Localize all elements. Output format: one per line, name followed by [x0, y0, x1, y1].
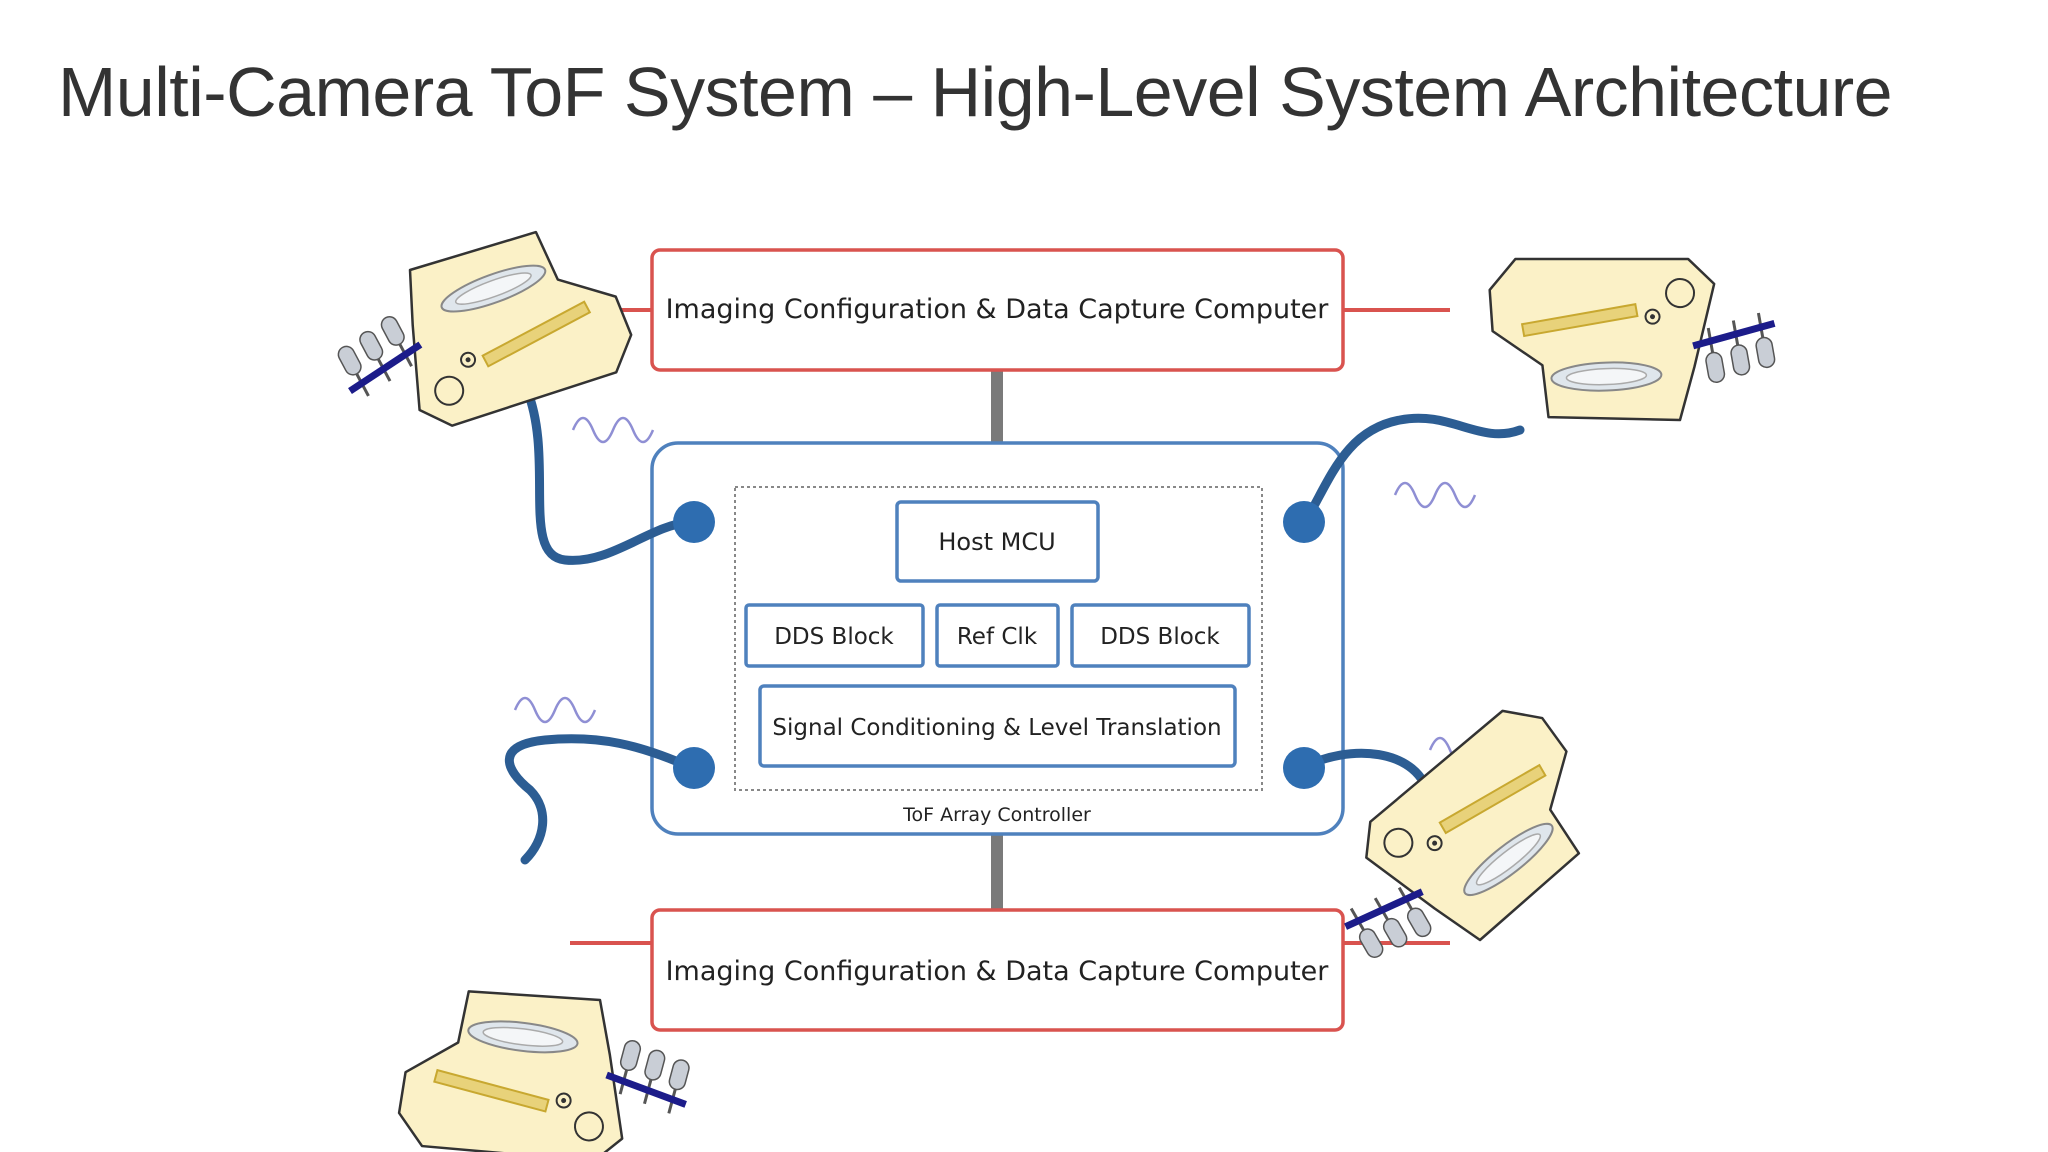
- host-mcu-label: Host MCU: [938, 528, 1055, 556]
- port-top-right: [1283, 501, 1325, 543]
- tof-array-controller: ToF Array Controller Host MCU DDS Block …: [650, 441, 1345, 836]
- slide-title: Multi-Camera ToF System – High-Level Sys…: [58, 53, 1893, 131]
- wave-top-left: [571, 416, 655, 444]
- cable-top-right: [1300, 413, 1525, 527]
- host-mcu-box: [895, 500, 1100, 583]
- controller-label: ToF Array Controller: [902, 804, 1091, 826]
- signal-conditioning-label: Signal Conditioning & Level Translation: [772, 715, 1221, 741]
- wave-bottom-left: [513, 696, 597, 724]
- dds-left-label: DDS Block: [774, 624, 894, 650]
- ref-clk-label: Ref Clk: [957, 624, 1038, 650]
- camera-bottom-right: [1298, 676, 1630, 1024]
- camera-top-right: [1470, 226, 1799, 456]
- wave-top-right: [1393, 481, 1477, 509]
- cable-top-left: [522, 385, 695, 565]
- signal-conditioning-box: [758, 684, 1237, 768]
- top-bus: [991, 370, 1003, 443]
- port-bottom-left: [673, 747, 715, 789]
- dds-block-left: [744, 603, 925, 668]
- port-top-left: [673, 501, 715, 543]
- top-computer-label: Imaging Configuration & Data Capture Com…: [666, 294, 1330, 325]
- ref-clk-box: [935, 603, 1060, 668]
- bottom-computer-label: Imaging Configuration & Data Capture Com…: [666, 956, 1330, 987]
- cable-bottom-left: [504, 734, 695, 865]
- dds-block-right: [1070, 603, 1251, 668]
- top-computer-box: Imaging Configuration & Data Capture Com…: [650, 248, 1345, 372]
- dds-right-label: DDS Block: [1100, 624, 1220, 650]
- port-bottom-right: [1283, 747, 1325, 789]
- bottom-computer-box: Imaging Configuration & Data Capture Com…: [650, 908, 1345, 1032]
- camera-top-left: [315, 221, 640, 441]
- bottom-bus: [991, 834, 1003, 910]
